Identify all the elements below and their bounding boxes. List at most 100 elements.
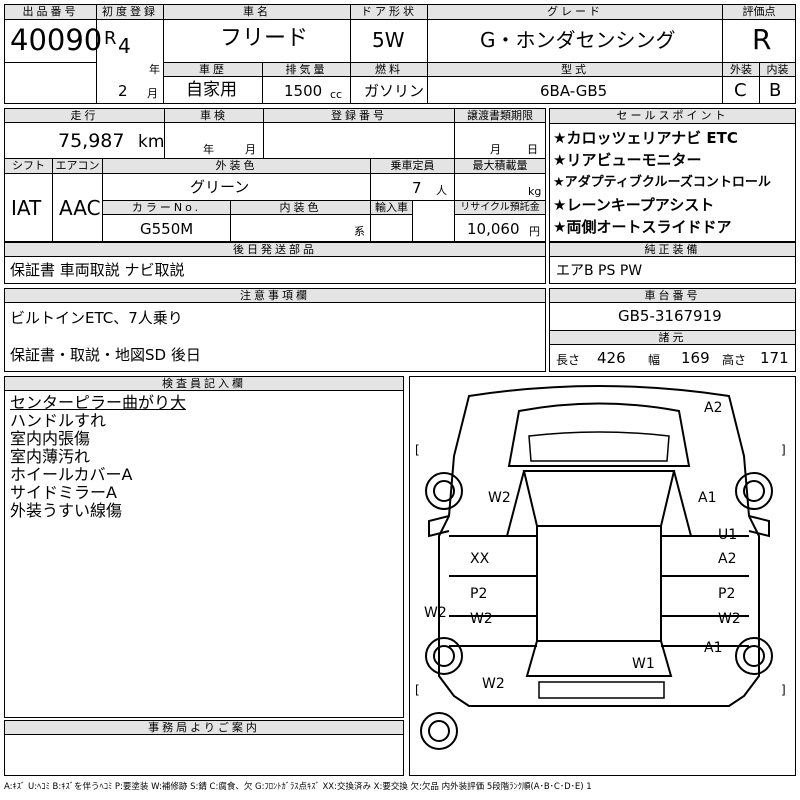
inspection-year-unit: 年 <box>203 143 214 156</box>
ac-label: エアコン <box>53 159 102 174</box>
capacity-label: 乗車定員 <box>371 159 454 174</box>
month-unit: 月 <box>147 87 158 100</box>
svg-text:[: [ <box>415 443 420 457</box>
inspector-line-6: サイドミラーA <box>10 483 117 502</box>
sales-point-4: ★レーンキープアシスト <box>553 196 715 214</box>
inspector-line-3: 室内内張傷 <box>10 429 91 448</box>
spec-section <box>4 108 546 242</box>
km-unit: km <box>138 132 165 152</box>
inspection-month-unit: 月 <box>245 143 256 156</box>
damage-diagram <box>409 376 796 776</box>
body-color: グリーン <box>190 178 250 196</box>
air-conditioner: AAC <box>59 196 101 220</box>
car-body-diagram: [ ] [ ] <box>415 385 786 750</box>
transfer-day-unit: 日 <box>527 143 538 156</box>
sales-points <box>549 108 796 242</box>
door-type: 5W <box>372 28 405 52</box>
ext-label: 外装 <box>723 63 759 77</box>
inspector-line-1: センターピラー曲がり大 <box>10 393 187 412</box>
standard-equipment <box>549 242 796 284</box>
shift-label: シフト <box>5 159 52 174</box>
load-label: 最大積載量 <box>455 159 545 174</box>
capacity: 7 <box>412 179 422 197</box>
kei-suffix: 系 <box>354 225 365 238</box>
inspector-line-7: 外装うすい線傷 <box>10 501 123 520</box>
color-no-label: カラーNo. <box>103 201 230 215</box>
header-section <box>4 4 796 104</box>
inspector-label: 検査員記入欄 <box>5 377 403 391</box>
std-label: 純正装備 <box>550 243 795 257</box>
sales-point-5: ★両側オートスライドドア <box>553 218 732 236</box>
history-label: 車歴 <box>164 63 262 77</box>
kg-unit: kg <box>528 185 542 198</box>
model-label: 型式 <box>428 63 722 77</box>
mark-front-right-fender: A1 <box>698 490 717 506</box>
yen-unit: 円 <box>529 225 540 238</box>
history: 自家用 <box>186 80 237 100</box>
mark-front-bumper: A2 <box>704 400 723 416</box>
displacement-label: 排気量 <box>263 63 350 77</box>
interior-color-label: 内装色 <box>231 201 370 215</box>
svg-text:]: ] <box>781 443 786 457</box>
recycle-label: リサイクル預託金 <box>455 201 545 215</box>
svg-text:[: [ <box>415 683 420 697</box>
inspector-line-5: ホイールカバーA <box>10 465 133 484</box>
era: R <box>104 28 117 49</box>
ext-grade: C <box>734 80 747 101</box>
lot-number: 40090 <box>10 23 103 57</box>
color-number: G550M <box>140 220 194 238</box>
person-unit: 人 <box>436 184 447 197</box>
chassis-number: GB5-3167919 <box>618 307 722 325</box>
note-line-2: 保証書・取説・地図SD 後日 <box>10 346 201 364</box>
height-label: 高さ <box>722 353 747 367</box>
width: 169 <box>681 349 710 367</box>
score-label: 評価点 <box>723 5 795 20</box>
inspector-section <box>4 376 404 718</box>
notes-label: 注意事項欄 <box>5 289 545 303</box>
sales-point-2: ★リアビューモニター <box>553 151 702 169</box>
mark-right-rear-door-p: P2 <box>718 586 736 602</box>
mark-rear-hatch: W1 <box>632 656 655 672</box>
transfer-label: 譲渡書類期限 <box>455 109 545 123</box>
mark-left-quarter: W2 <box>482 676 505 692</box>
reg-year: 4 <box>118 34 131 58</box>
office-section <box>4 720 404 776</box>
width-label: 幅 <box>648 353 661 367</box>
mileage-label: 走行 <box>5 109 164 123</box>
inspector-line-2: ハンドルすれ <box>10 411 107 430</box>
length-label: 長さ <box>556 353 581 367</box>
lot-label: 出品番号 <box>5 5 96 20</box>
mark-front-left-fender: W2 <box>488 490 511 506</box>
chassis-label: 車台番号 <box>550 289 795 303</box>
mark-right-rear-door-w: W2 <box>718 611 741 627</box>
displacement: 1500 <box>284 82 323 100</box>
sales-label: セールスポイント <box>550 109 795 124</box>
reg-no-label: 登録番号 <box>264 109 454 123</box>
car-name-label: 車名 <box>164 5 350 20</box>
recycle-deposit: 10,060 <box>467 220 520 238</box>
standard-equipment-text: エアB PS PW <box>556 263 643 279</box>
mark-left-rear-door-p: P2 <box>470 586 488 602</box>
door-label: ドア形状 <box>351 5 427 20</box>
length: 426 <box>597 349 626 367</box>
reg-month: 2 <box>118 82 128 100</box>
dims-label: 諸元 <box>550 331 795 345</box>
model: 6BA-GB5 <box>540 82 608 100</box>
mark-left-front-door: XX <box>470 551 490 567</box>
grade-label: グレード <box>428 5 722 20</box>
later-label: 後日発送部品 <box>5 243 545 257</box>
first-reg-label: 初度登録 <box>97 5 163 20</box>
note-line-1: ビルトインETC、7人乗り <box>10 309 183 327</box>
fuel-label: 燃料 <box>351 63 427 77</box>
mark-left-rear-door-w: W2 <box>470 611 493 627</box>
sales-point-1: ★カロッツェリアナビ ETC <box>553 129 738 147</box>
mark-right-front-door: A2 <box>718 551 737 567</box>
score: R <box>752 23 772 56</box>
transfer-month-unit: 月 <box>490 143 501 156</box>
color-label: 外装色 <box>103 159 370 174</box>
later-parts <box>4 242 546 284</box>
grade: G・ホンダセンシング <box>480 28 676 52</box>
later-parts-text: 保証書 車両取説 ナビ取説 <box>10 261 185 279</box>
office-label: 事務局よりご案内 <box>5 721 403 735</box>
mark-right-pillar-u: U1 <box>718 527 738 543</box>
